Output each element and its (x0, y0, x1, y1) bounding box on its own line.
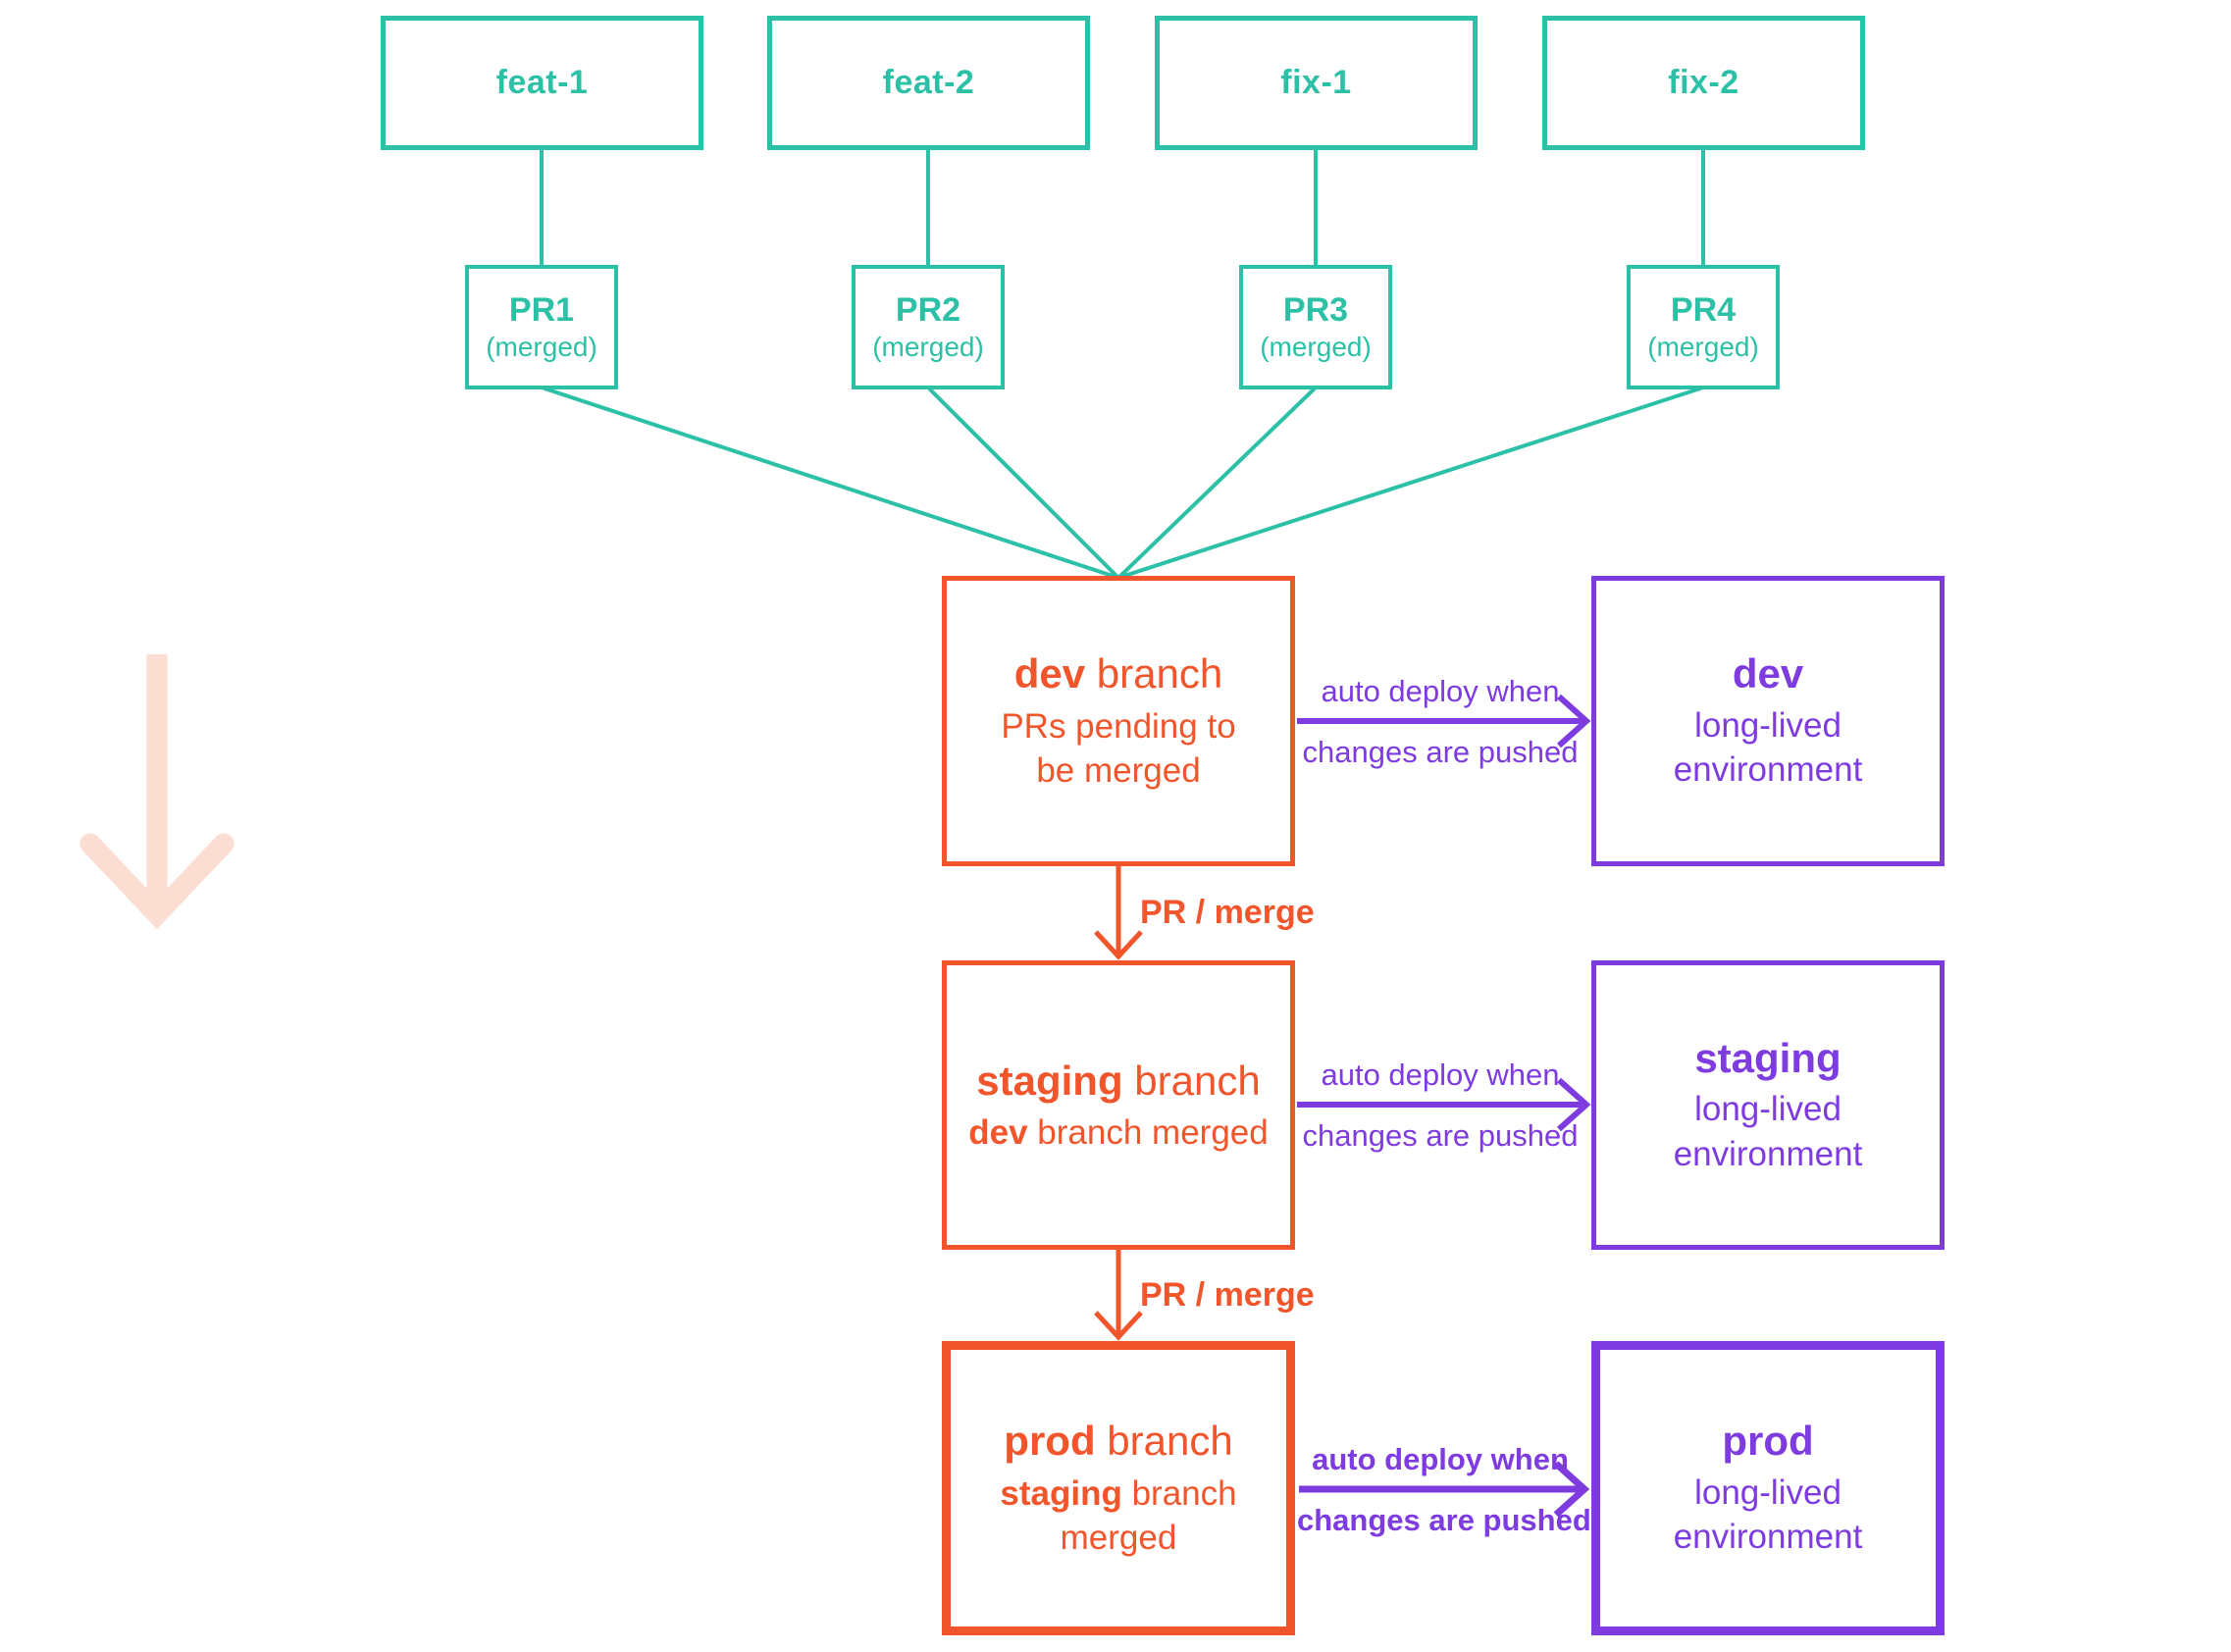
prod-branch-subtitle-rest: branch merged (1060, 1473, 1237, 1558)
staging-branch-title-rest: branch (1122, 1057, 1261, 1104)
dev-branch-subtitle-rest: PRs pending to be merged (1001, 706, 1236, 791)
deploy-label-prod-line2: changes are pushed (1297, 1503, 1591, 1537)
pr-box-2: PR2 (merged) (852, 265, 1005, 389)
dev-environment-box: dev long-lived environment (1591, 576, 1945, 866)
deploy-label-dev-line1: auto deploy when (1321, 674, 1560, 708)
staging-branch-subtitle-bold: dev (968, 1113, 1028, 1152)
dev-environment-name: dev (1732, 650, 1804, 697)
deploy-label-prod-line1: auto deploy when (1312, 1442, 1569, 1476)
staging-environment-name: staging (1694, 1034, 1842, 1081)
pr-box-1: PR1 (merged) (465, 265, 618, 389)
dev-environment-desc: long-lived environment (1673, 705, 1863, 790)
pr-title: PR3 (1282, 291, 1349, 330)
branch-label: fix-2 (1668, 64, 1739, 101)
merge-label-dev-staging: PR / merge (1140, 894, 1315, 931)
deploy-label-staging-line1: auto deploy when (1321, 1058, 1560, 1092)
pr-status: (merged) (872, 332, 984, 363)
deploy-arrow-staging-head (1557, 1077, 1591, 1132)
branch-box-fix-1: fix-1 (1155, 16, 1478, 150)
deploy-label-dev-line2: changes are pushed (1302, 735, 1579, 769)
branch-box-fix-2: fix-2 (1542, 16, 1865, 150)
flow-direction-arrow-head (79, 833, 234, 930)
pr-box-3: PR3 (merged) (1239, 265, 1392, 389)
prod-branch-box: prod branch staging branch merged (942, 1341, 1295, 1635)
merge-arrow-staging-prod-head (1094, 1311, 1143, 1341)
dev-branch-box: dev branch PRs pending to be merged (942, 576, 1295, 866)
staging-environment-desc: long-lived environment (1673, 1090, 1863, 1173)
branch-label: fix-1 (1280, 64, 1352, 101)
prod-branch-subtitle-bold: staging (1000, 1473, 1122, 1513)
staging-branch-title-bold: staging (976, 1057, 1123, 1104)
deploy-label-staging-line2: changes are pushed (1302, 1118, 1579, 1153)
prod-environment-name: prod (1722, 1418, 1814, 1465)
fan-line-pr4-dev (1117, 386, 1704, 580)
merge-arrow-dev-staging-head (1094, 930, 1143, 960)
pr-status: (merged) (1647, 332, 1759, 363)
deploy-arrow-dev-head (1557, 694, 1591, 749)
deploy-arrow-prod-head (1553, 1461, 1590, 1518)
staging-branch-box: staging branch dev branch merged (942, 960, 1295, 1250)
dev-branch-title: dev branch (1014, 648, 1222, 700)
fan-line-pr2-dev (926, 386, 1120, 580)
dev-branch-subtitle: PRs pending to be merged (985, 704, 1252, 794)
staging-branch-subtitle: dev branch merged (968, 1110, 1268, 1156)
pr-status: (merged) (1260, 332, 1372, 363)
branch-label: feat-2 (882, 64, 975, 101)
prod-environment-desc: long-lived environment (1673, 1472, 1863, 1557)
merge-label-staging-prod: PR / merge (1140, 1276, 1315, 1314)
prod-branch-subtitle: staging branch merged (985, 1471, 1252, 1561)
branch-box-feat-2: feat-2 (767, 16, 1090, 150)
pr-title: PR4 (1670, 291, 1737, 330)
staging-environment-box: staging long-lived environment (1591, 960, 1945, 1250)
prod-environment-box: prod long-lived environment (1591, 1341, 1945, 1635)
fan-line-pr3-dev (1116, 386, 1318, 580)
dev-branch-title-rest: branch (1085, 650, 1223, 697)
pr-box-4: PR4 (merged) (1627, 265, 1780, 389)
branch-label: feat-1 (495, 64, 589, 101)
fan-line-pr1-dev (541, 386, 1119, 580)
prod-branch-title-bold: prod (1004, 1418, 1096, 1465)
branch-box-feat-1: feat-1 (381, 16, 703, 150)
pr-title: PR2 (895, 291, 961, 330)
prod-branch-title: prod branch (1004, 1416, 1232, 1468)
dev-branch-title-bold: dev (1013, 650, 1086, 697)
staging-branch-title: staging branch (976, 1056, 1260, 1108)
staging-branch-subtitle-rest: branch merged (1027, 1113, 1269, 1152)
pr-title: PR1 (508, 291, 575, 330)
prod-branch-title-rest: branch (1095, 1418, 1233, 1465)
pr-status: (merged) (486, 332, 597, 363)
